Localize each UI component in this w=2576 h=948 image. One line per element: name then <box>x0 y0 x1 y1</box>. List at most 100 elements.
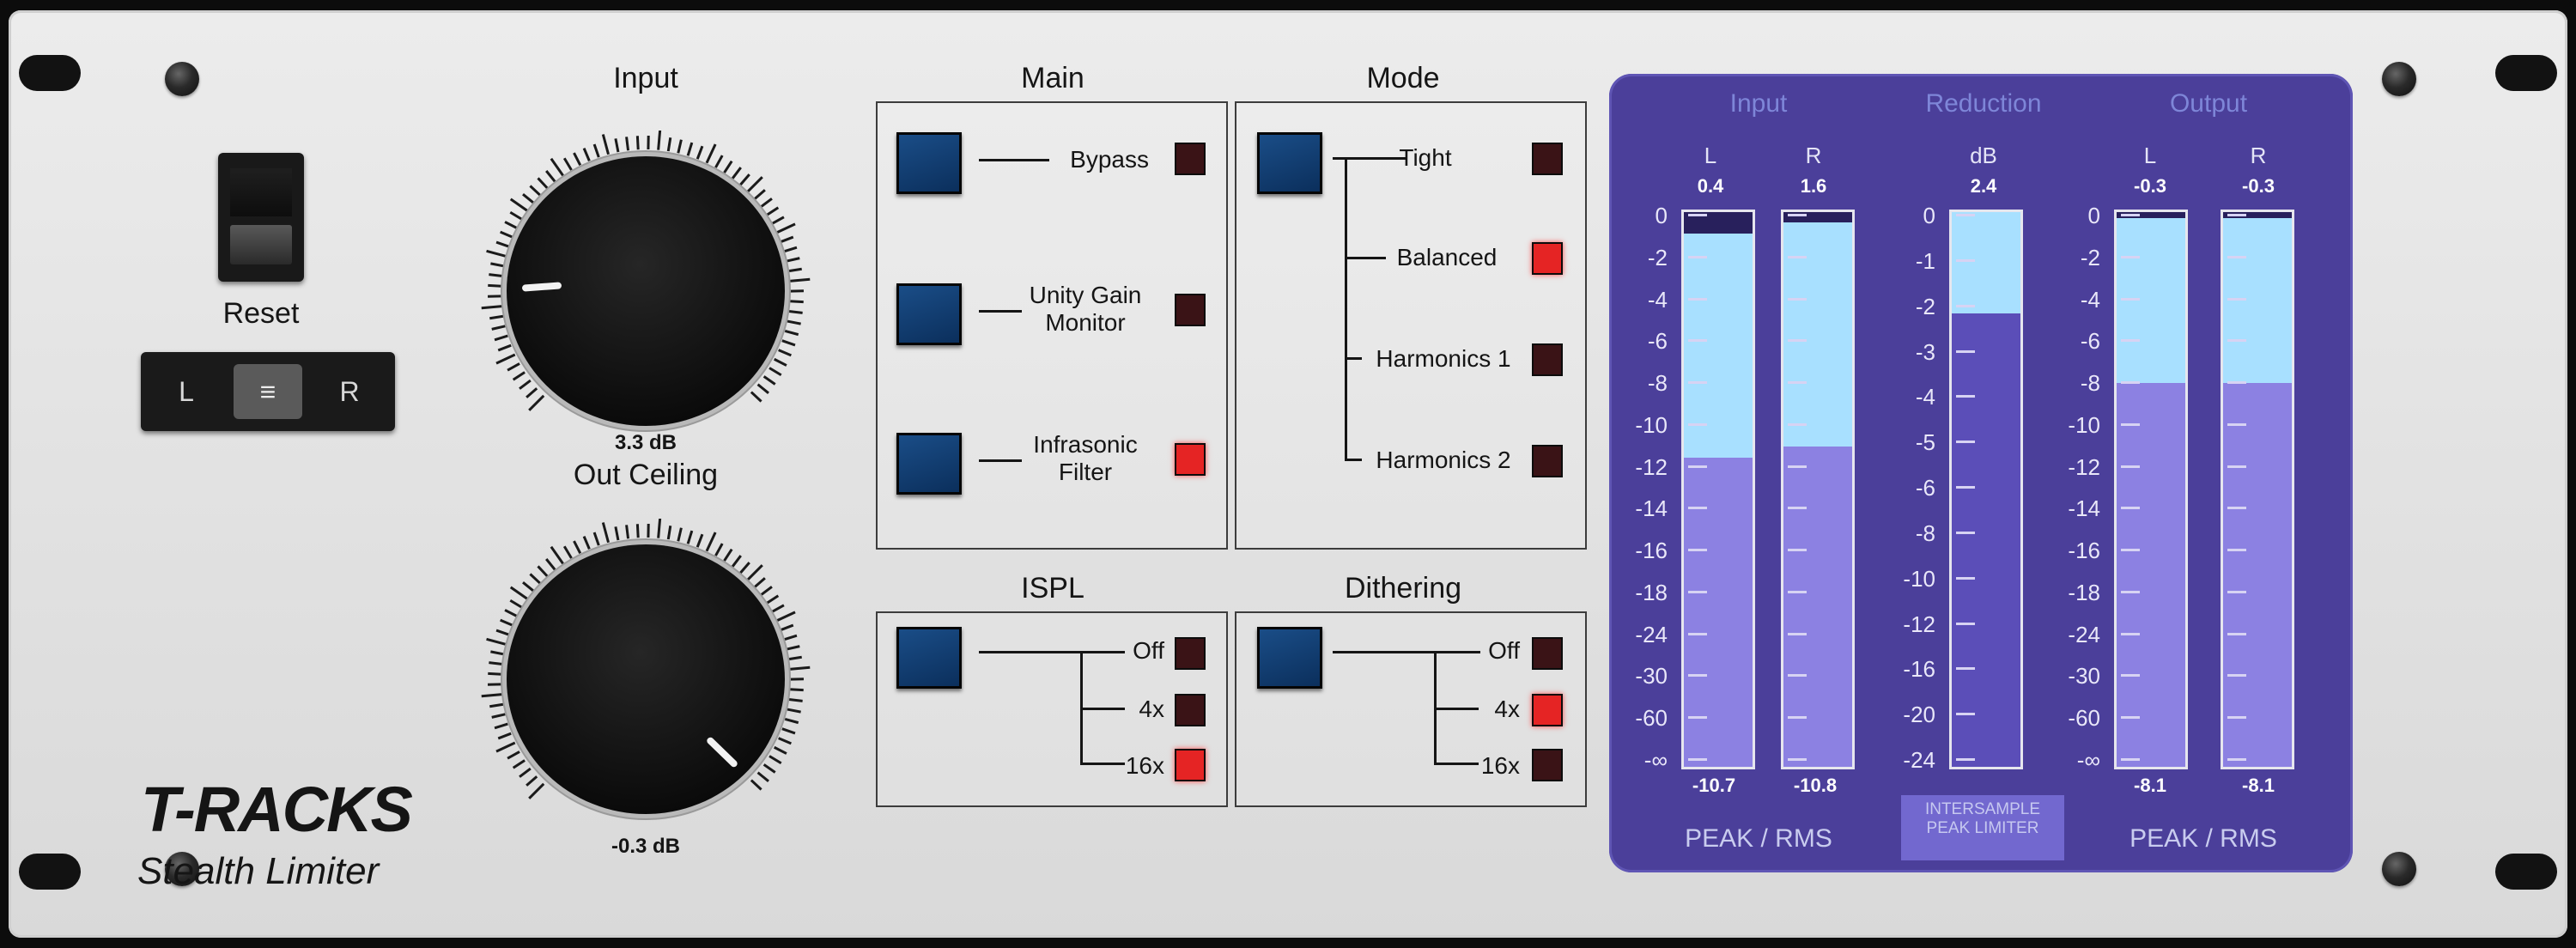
meter-tick <box>1788 297 1807 301</box>
meter-tick <box>2121 549 2140 552</box>
reduction-scale-label: -10 <box>1903 565 1935 592</box>
input-l-channel-label: L <box>1704 143 1717 168</box>
input-r-rms-fill <box>1783 212 1852 447</box>
dithering-button[interactable] <box>1257 627 1322 689</box>
meter-tick <box>1688 632 1707 635</box>
meter-tick <box>1788 716 1807 720</box>
meter-tick <box>1788 507 1807 510</box>
dithering-16x-led <box>1532 749 1563 781</box>
ispl-option-off[interactable]: Off <box>1133 637 1164 664</box>
mode-option-tight[interactable]: Tight <box>1399 144 1452 171</box>
output-scale-label: -12 <box>2068 453 2100 480</box>
ceiling-knob[interactable] <box>507 544 785 814</box>
meter-tick <box>2227 255 2246 258</box>
output-meter-footer: PEAK / RMS <box>2129 824 2277 853</box>
output-scale-label: -18 <box>2068 579 2100 605</box>
screw-icon <box>165 62 199 96</box>
meter-tick <box>1788 465 1807 468</box>
reduction-value: 2.4 <box>1970 175 1997 197</box>
output-scale-label: -4 <box>2080 286 2100 313</box>
meter-tick <box>2227 549 2246 552</box>
meter-tick <box>1788 758 1807 761</box>
input-scale-label: 0 <box>1655 203 1668 228</box>
ceiling-knob-label: Out Ceiling <box>573 459 719 491</box>
meter-tick <box>1688 381 1707 385</box>
ispl-option-4x[interactable]: 4x <box>1139 696 1164 722</box>
output-scale-label: -10 <box>2068 411 2100 438</box>
output-scale-label: -∞ <box>2076 747 2100 773</box>
output-l-peak-hold <box>2117 212 2185 219</box>
mode-balanced-led <box>1532 242 1563 275</box>
dithering-option-4x[interactable]: 4x <box>1494 696 1520 722</box>
output-l-rms-value: -8.1 <box>2134 775 2166 796</box>
output-r-peak-value: -0.3 <box>2242 175 2275 197</box>
link-right-button[interactable]: R <box>339 376 360 407</box>
link-left-button[interactable]: L <box>179 376 194 407</box>
infrasonic-filter-label: Infrasonic Filter <box>1033 431 1138 485</box>
output-scale-label: -2 <box>2080 244 2100 270</box>
meter-tick <box>1788 214 1807 216</box>
meter-tick <box>1956 531 1975 534</box>
product-name: Stealth Limiter <box>137 850 380 892</box>
ispl-button[interactable] <box>896 627 962 689</box>
ispl-option-16x[interactable]: 16x <box>1125 752 1164 779</box>
meter-tick <box>1956 441 1975 444</box>
meter-tick <box>2121 632 2140 635</box>
reduction-scale-label: 0 <box>1923 203 1935 228</box>
meter-tick <box>2227 214 2246 216</box>
input-l-rms-fill <box>1684 212 1753 458</box>
reduction-scale-label: -1 <box>1915 247 1935 274</box>
meter-tick <box>1688 465 1707 468</box>
link-both-button[interactable]: ≡ <box>234 364 302 419</box>
main-title: Main <box>1021 62 1084 94</box>
meter-tick <box>2121 255 2140 258</box>
meter-tick <box>2227 674 2246 678</box>
meter-tick <box>1788 422 1807 426</box>
meter-tick <box>1788 674 1807 678</box>
meter-tick <box>1788 590 1807 593</box>
meter-tick <box>1956 258 1975 262</box>
meter-tick <box>1688 297 1707 301</box>
input-scale-label: -12 <box>1635 453 1668 480</box>
meter-tick <box>1956 758 1975 761</box>
output-scale-label: -60 <box>2068 705 2100 732</box>
meter-tick <box>2227 716 2246 720</box>
meter-tick <box>2227 507 2246 510</box>
mode-option-balanced[interactable]: Balanced <box>1396 244 1498 270</box>
output-scale-label: -16 <box>2068 538 2100 564</box>
mode-option-harmonics-1[interactable]: Harmonics 1 <box>1376 345 1511 372</box>
output-scale-label: 0 <box>2087 203 2100 228</box>
bypass-led <box>1175 143 1206 175</box>
reset-switch[interactable] <box>218 153 304 282</box>
meter-tick <box>2227 381 2246 385</box>
bypass-button[interactable] <box>896 132 962 194</box>
meter-tick <box>2227 590 2246 593</box>
mode-button[interactable] <box>1257 132 1322 194</box>
meter-tick <box>1788 255 1807 258</box>
meter-tick <box>2121 214 2140 216</box>
output-r-peak-hold <box>2223 212 2292 219</box>
reduction-meter <box>1949 210 2023 769</box>
ispl-4x-led <box>1175 694 1206 726</box>
input-meter-footer: PEAK / RMS <box>1685 824 1832 853</box>
input-scale-label: -∞ <box>1643 747 1668 773</box>
input-knob-label: Input <box>613 62 678 94</box>
input-scale-label: -18 <box>1635 579 1668 605</box>
input-knob[interactable] <box>507 156 785 426</box>
dithering-option-off[interactable]: Off <box>1488 637 1520 664</box>
meter-tick <box>1956 486 1975 489</box>
dithering-option-16x[interactable]: 16x <box>1480 752 1520 779</box>
mode-option-harmonics-2[interactable]: Harmonics 2 <box>1376 447 1511 473</box>
output-l-rms-fill <box>2117 212 2185 383</box>
unity-gain-monitor-label: Unity Gain Monitor <box>1029 282 1142 336</box>
meter-tick <box>1788 549 1807 552</box>
input-scale-label: -10 <box>1635 411 1668 438</box>
input-scale-label: -4 <box>1647 286 1668 313</box>
rack-hole-bottom-right <box>2495 854 2557 890</box>
infrasonic-filter-button[interactable] <box>896 433 962 495</box>
reduction-scale-label: -5 <box>1915 429 1935 456</box>
meter-tick <box>2227 297 2246 301</box>
unity-gain-monitor-button[interactable] <box>896 283 962 345</box>
reduction-scale-label: -2 <box>1915 293 1935 319</box>
input-knob-value: 3.3 dB <box>614 431 677 454</box>
